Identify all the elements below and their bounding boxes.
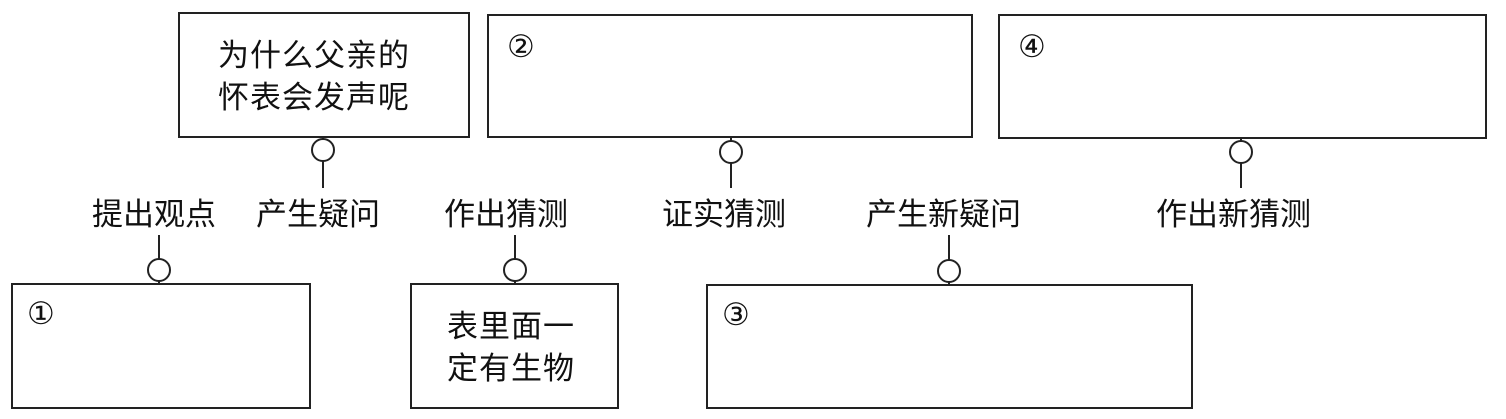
answer-box-3[interactable]: ③ — [706, 284, 1193, 409]
connector-circle-question — [311, 138, 335, 162]
connector-circle-2 — [719, 140, 743, 164]
answer-box-4-marker: ④ — [1018, 29, 1046, 65]
answer-box-1-marker: ① — [27, 296, 55, 332]
answer-box-3-marker: ③ — [722, 297, 750, 333]
guess-text-line-2: 定有生物 — [447, 351, 575, 387]
connector-circle-3 — [937, 259, 961, 283]
connector-circle-guess — [503, 258, 527, 282]
question-text-line-2: 怀表会发声呢 — [218, 80, 410, 116]
guess-box: 表里面一 定有生物 — [410, 283, 619, 409]
connector-circle-1 — [147, 258, 171, 282]
answer-box-2-marker: ② — [507, 29, 535, 65]
stage-verify-guess: 证实猜测 — [662, 197, 786, 233]
stage-propose-viewpoint: 提出观点 — [92, 197, 216, 233]
stage-new-question: 产生新疑问 — [866, 197, 1021, 233]
question-text-line-1: 为什么父亲的 — [218, 38, 410, 74]
answer-box-4[interactable]: ④ — [998, 14, 1487, 139]
guess-text-line-1: 表里面一 — [447, 309, 575, 345]
connector-circle-4 — [1229, 140, 1253, 164]
answer-box-2[interactable]: ② — [487, 14, 973, 138]
stage-raise-question: 产生疑问 — [256, 197, 380, 233]
stage-make-guess: 作出猜测 — [444, 197, 568, 233]
answer-box-1[interactable]: ① — [11, 283, 311, 409]
stage-new-guess: 作出新猜测 — [1156, 197, 1311, 233]
question-box: 为什么父亲的 怀表会发声呢 — [178, 12, 470, 138]
